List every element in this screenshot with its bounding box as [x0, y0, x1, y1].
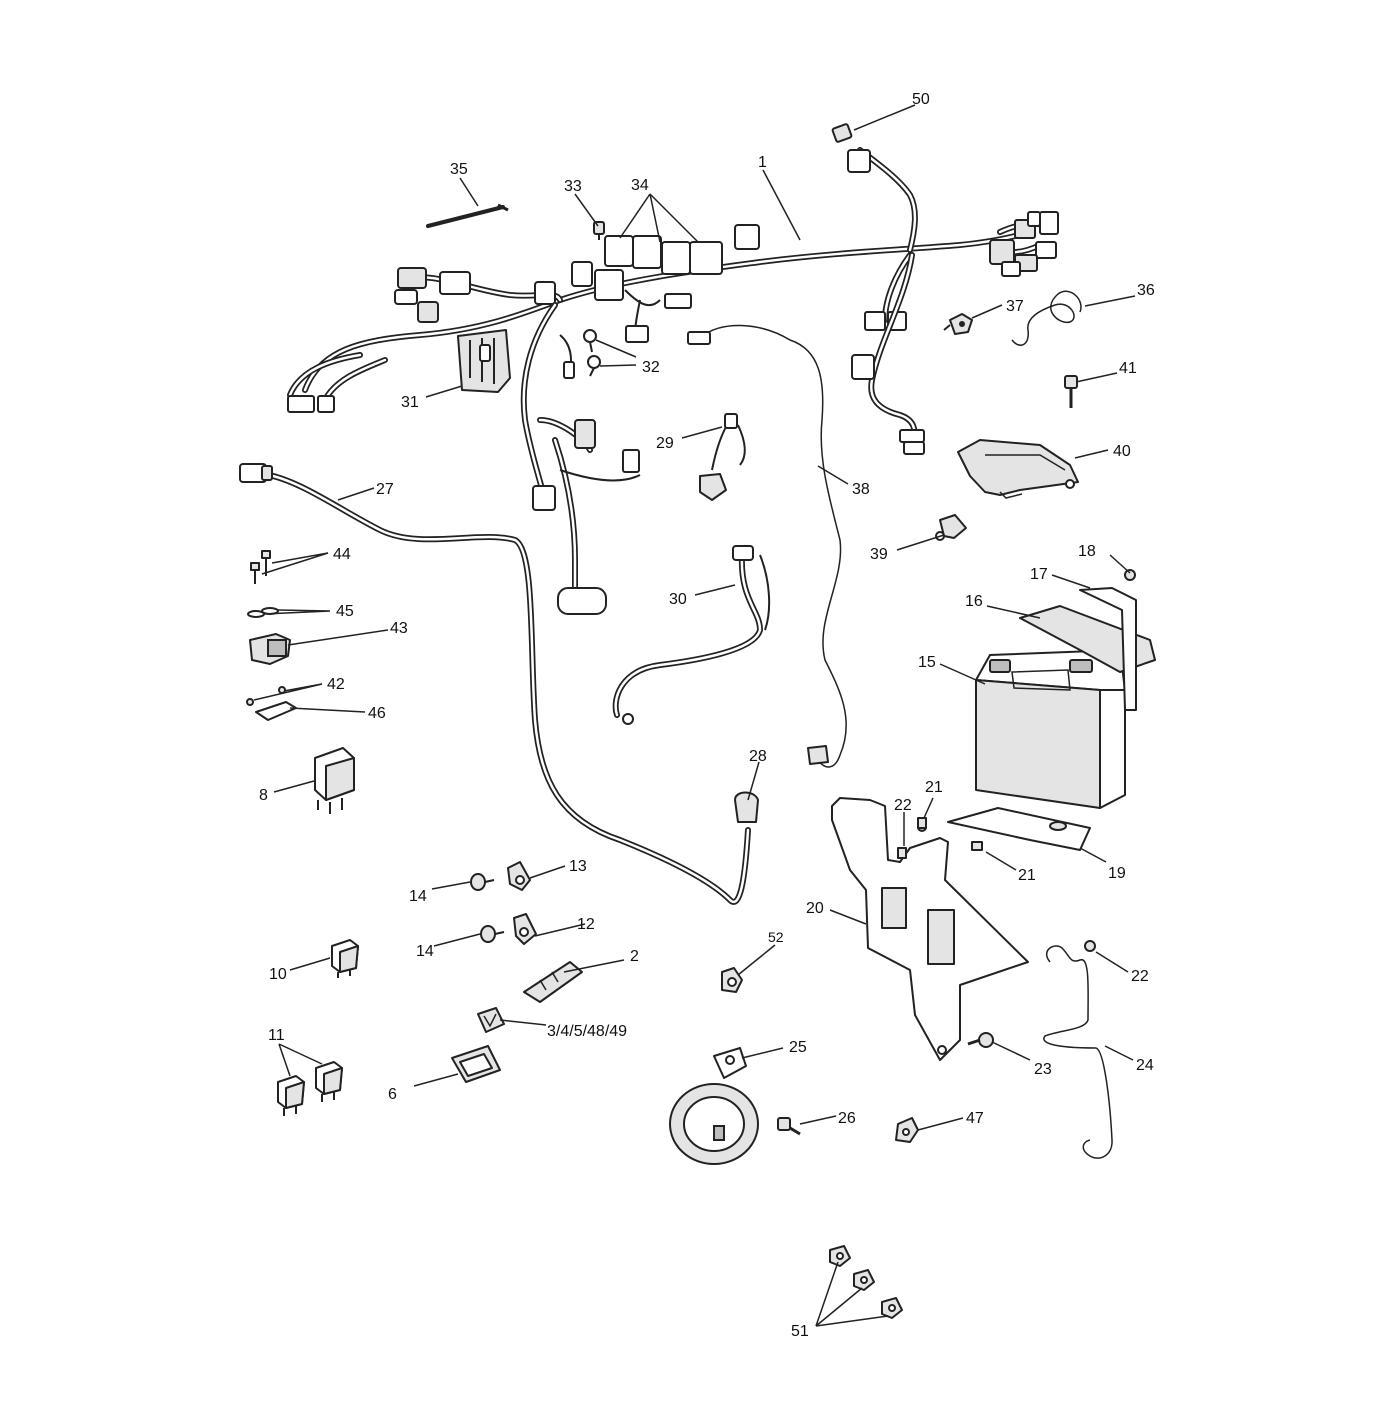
- control-unit-31: [457, 329, 511, 393]
- callout-23: 23: [1034, 1061, 1052, 1078]
- callout-32: 32: [642, 359, 660, 376]
- callout-47: 47: [966, 1110, 984, 1127]
- callout-44: 44: [333, 546, 351, 563]
- fuse-holder-2: [523, 961, 583, 1003]
- lead-27: [239, 463, 751, 905]
- callout-35: 35: [450, 161, 468, 178]
- callout-38: 38: [852, 481, 870, 498]
- callout-37: 37: [1006, 298, 1024, 315]
- sensor-29: [699, 413, 746, 501]
- callout-8: 8: [259, 787, 268, 804]
- callout-34: 34: [631, 177, 649, 194]
- callout-36: 36: [1137, 282, 1155, 299]
- grommet-37: [943, 313, 973, 335]
- callout-41: 41: [1119, 360, 1137, 377]
- callout-13: 13: [569, 858, 587, 875]
- cover-40: [957, 439, 1079, 499]
- callout-14b: 14: [416, 943, 434, 960]
- bolt-23: [967, 1032, 994, 1048]
- screw-26: [777, 1117, 801, 1136]
- main-wiring-harness: [287, 147, 1059, 615]
- battery-strap-16-17: [1019, 569, 1156, 711]
- leader-lines: [253, 104, 1136, 1327]
- screw-33: [593, 221, 605, 240]
- callout-22b: 22: [1131, 968, 1149, 985]
- callout-6: 6: [388, 1086, 397, 1103]
- battery-15: [975, 649, 1126, 809]
- relay-8: [314, 747, 355, 814]
- callout-30: 30: [669, 591, 687, 608]
- callout-11: 11: [268, 1027, 285, 1044]
- callout-33: 33: [564, 178, 582, 195]
- wire-bracket-36: [1011, 290, 1082, 346]
- callout-19: 19: [1108, 865, 1126, 882]
- callout-15: 15: [918, 654, 936, 671]
- connector-cap-50: [831, 123, 853, 143]
- callout-40: 40: [1113, 443, 1131, 460]
- callout-12: 12: [577, 916, 595, 933]
- relays-11: [277, 1061, 343, 1116]
- clips-51: [829, 1245, 903, 1319]
- callout-10: 10: [269, 966, 287, 983]
- washers-45: [247, 607, 279, 618]
- callout-52: 52: [768, 929, 784, 945]
- callout-45: 45: [336, 603, 354, 620]
- callout-24: 24: [1136, 1057, 1154, 1074]
- clip-47: [895, 1117, 919, 1143]
- nut-52: [721, 967, 743, 993]
- callout-21: 21: [925, 779, 943, 796]
- callout-26: 26: [838, 1110, 856, 1127]
- horn-25: [669, 1047, 759, 1165]
- callout-2: 2: [630, 948, 639, 965]
- screws-32: [583, 329, 601, 377]
- callout-25: 25: [789, 1039, 807, 1056]
- battery-tray-20: [831, 797, 1029, 1061]
- lead-38: [687, 324, 847, 768]
- callout-20: 20: [806, 900, 824, 917]
- callout-46: 46: [368, 705, 386, 722]
- callout-16: 16: [965, 593, 983, 610]
- stay-wire-24: [1043, 940, 1113, 1159]
- battery-lead-30: [612, 545, 771, 725]
- callout-50: 50: [912, 91, 930, 108]
- sensor-43: [249, 633, 291, 665]
- callout-21b: 21: [1018, 867, 1036, 884]
- callout-39: 39: [870, 546, 888, 563]
- fuse-3-4-5-48-49: [477, 1007, 505, 1033]
- relay-10: [331, 939, 359, 978]
- callout-51: 51: [791, 1323, 809, 1340]
- callout-1: 1: [758, 154, 767, 171]
- bracket-42-46: [246, 686, 297, 721]
- screws-44: [250, 550, 271, 584]
- callout-14: 14: [409, 888, 427, 905]
- callout-27: 27: [376, 481, 394, 498]
- callout-43: 43: [390, 620, 408, 637]
- callout-28: 28: [749, 748, 767, 765]
- callout-42: 42: [327, 676, 345, 693]
- callout-18: 18: [1078, 543, 1096, 560]
- screws-21-22: [897, 817, 983, 859]
- clips-12-13-14: [470, 861, 537, 945]
- callout-22: 22: [894, 797, 912, 814]
- terminal-cover-28: [734, 791, 759, 823]
- callout-3-4-5-48-49: 3/4/5/48/49: [547, 1023, 627, 1040]
- callout-17: 17: [1030, 566, 1048, 583]
- bolt-41: [1064, 375, 1078, 408]
- callout-29: 29: [656, 435, 674, 452]
- callout-31: 31: [401, 394, 419, 411]
- fuse-box-6: [451, 1045, 501, 1083]
- cable-tie-35: [426, 203, 509, 228]
- battery-pad-19: [947, 807, 1091, 851]
- callout-labels: 1 50 35 33 34 36 37 41 32 31 29 38 40 27…: [259, 91, 1155, 1340]
